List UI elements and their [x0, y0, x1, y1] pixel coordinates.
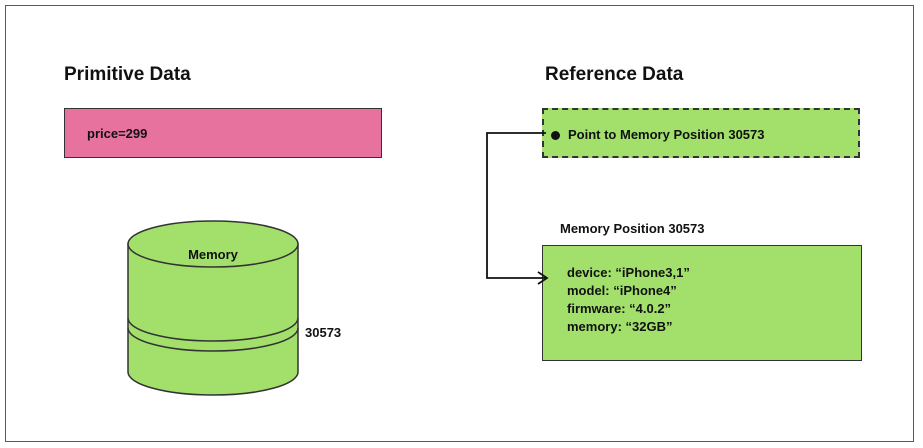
memory-position-title: Memory Position 30573 — [560, 221, 705, 236]
memory-cylinder-icon — [127, 220, 299, 396]
memory-object-fields: device: “iPhone3,1” model: “iPhone4” fir… — [567, 264, 690, 336]
memory-cylinder-body — [127, 243, 299, 396]
reference-data-title: Reference Data — [545, 64, 684, 85]
reference-arrow — [486, 132, 549, 285]
memory-field-firmware: firmware: “4.0.2” — [567, 301, 672, 316]
memory-field-device: device: “iPhone3,1” — [567, 265, 690, 280]
pointer-origin-dot-icon — [551, 131, 560, 140]
memory-position-box: device: “iPhone3,1” model: “iPhone4” fir… — [542, 245, 862, 361]
primitive-value-text: price=299 — [87, 126, 148, 141]
reference-pointer-text: Point to Memory Position 30573 — [568, 127, 765, 142]
memory-address-label: 30573 — [305, 325, 342, 340]
memory-cylinder-band-lower — [127, 327, 299, 352]
reference-arrow-head-icon — [537, 271, 549, 285]
memory-cylinder-band-upper — [127, 317, 299, 342]
memory-cylinder-top — [127, 220, 299, 268]
primitive-value-box: price=299 — [64, 108, 382, 158]
reference-pointer-box: Point to Memory Position 30573 — [542, 108, 860, 158]
primitive-data-title: Primitive Data — [64, 64, 191, 85]
memory-field-memory: memory: “32GB” — [567, 319, 673, 334]
memory-field-model: model: “iPhone4” — [567, 283, 677, 298]
reference-arrow-line — [486, 132, 546, 279]
memory-cylinder-label: Memory — [188, 247, 238, 262]
